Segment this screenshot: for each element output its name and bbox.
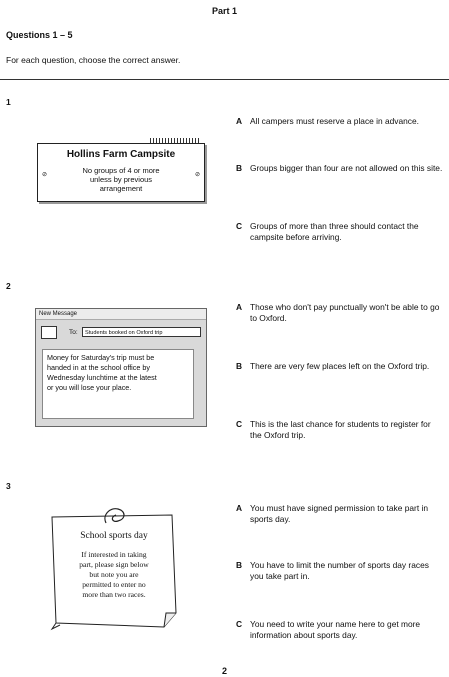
option-letter: B	[236, 163, 243, 173]
option-text: Groups of more than three should contact…	[250, 221, 419, 242]
questions-range: Questions 1 – 5	[6, 30, 73, 40]
page-number: 2	[221, 666, 227, 676]
option-text: You have to limit the number of sports d…	[250, 560, 429, 581]
option-text: You must have signed permission to take …	[250, 503, 428, 524]
paperclip-icon	[104, 508, 125, 524]
to-label: To:	[69, 329, 78, 336]
option-3c[interactable]: C You need to write your name here to get…	[236, 619, 446, 641]
note-line: but note you are	[89, 570, 139, 579]
option-1a[interactable]: A All campers must reserve a place in adv…	[236, 116, 446, 127]
option-text: This is the last chance for students to …	[250, 419, 431, 440]
sign-line: No groups of 4 or more	[82, 166, 160, 175]
note-title: School sports day	[80, 531, 148, 541]
sign-body: No groups of 4 or more unless by previou…	[56, 166, 186, 193]
part-title: Part 1	[211, 6, 237, 16]
option-text: Those who don't pay punctually won't be …	[250, 302, 440, 323]
note-line: If interested in taking	[81, 550, 147, 559]
question-number-1: 1	[6, 97, 11, 107]
option-letter: C	[236, 619, 243, 629]
option-1b[interactable]: B Groups bigger than four are not allowed…	[236, 163, 446, 174]
option-text: Groups bigger than four are not allowed …	[250, 163, 443, 173]
question-number-2: 2	[6, 281, 11, 291]
sports-day-note: School sports day If interested in takin…	[48, 508, 180, 631]
address-book-icon[interactable]	[41, 326, 57, 339]
option-letter: B	[236, 361, 243, 371]
option-letter: C	[236, 221, 243, 231]
note-body: If interested in taking part, please sig…	[56, 550, 172, 600]
instruction-text: For each question, choose the correct an…	[6, 55, 181, 65]
note-line: part, please sign below	[79, 560, 149, 569]
message-line: or you will lose your place.	[47, 383, 132, 392]
note-line: more than two races.	[82, 590, 146, 599]
option-letter: A	[236, 116, 243, 126]
option-text: You need to write your name here to get …	[250, 619, 421, 640]
option-1c[interactable]: C Groups of more than three should contac…	[236, 221, 446, 243]
option-3b[interactable]: B You have to limit the number of sports …	[236, 560, 446, 582]
option-text: There are very few places left on the Ox…	[250, 361, 430, 371]
message-body[interactable]: Money for Saturday's trip must be handed…	[42, 349, 194, 419]
campsite-sign: Hollins Farm Campsite ⊘ ⊘ No groups of 4…	[37, 138, 205, 202]
option-2c[interactable]: C This is the last chance for students to…	[236, 419, 446, 441]
option-2a[interactable]: A Those who don't pay punctually won't be…	[236, 302, 446, 324]
curled-paper-shape	[50, 514, 177, 631]
option-3a[interactable]: A You must have signed permission to take…	[236, 503, 446, 525]
message-window: New Message To: Students booked on Oxfor…	[35, 308, 207, 427]
message-line: handed in at the school office by	[47, 363, 150, 372]
option-text: All campers must reserve a place in adva…	[250, 116, 419, 126]
sign-line: unless by previous	[89, 175, 153, 184]
note-line: permitted to enter no	[82, 580, 146, 589]
option-letter: A	[236, 302, 243, 312]
to-field[interactable]: Students booked on Oxford trip	[82, 327, 201, 337]
message-line: Wednesday lunchtime at the latest	[47, 373, 157, 382]
option-letter: A	[236, 503, 243, 513]
screw-icon: ⊘	[194, 172, 200, 178]
option-letter: C	[236, 419, 243, 429]
sign-title: Hollins Farm Campsite	[66, 149, 176, 160]
question-number-3: 3	[6, 481, 11, 491]
option-2b[interactable]: B There are very few places left on the O…	[236, 361, 446, 372]
option-letter: B	[236, 560, 243, 570]
screw-icon: ⊘	[42, 172, 48, 178]
divider	[0, 79, 449, 80]
sign-roof-decoration	[150, 138, 200, 143]
message-line: Money for Saturday's trip must be	[47, 353, 155, 362]
message-window-title: New Message	[36, 309, 206, 320]
sign-line: arrangement	[99, 184, 143, 193]
